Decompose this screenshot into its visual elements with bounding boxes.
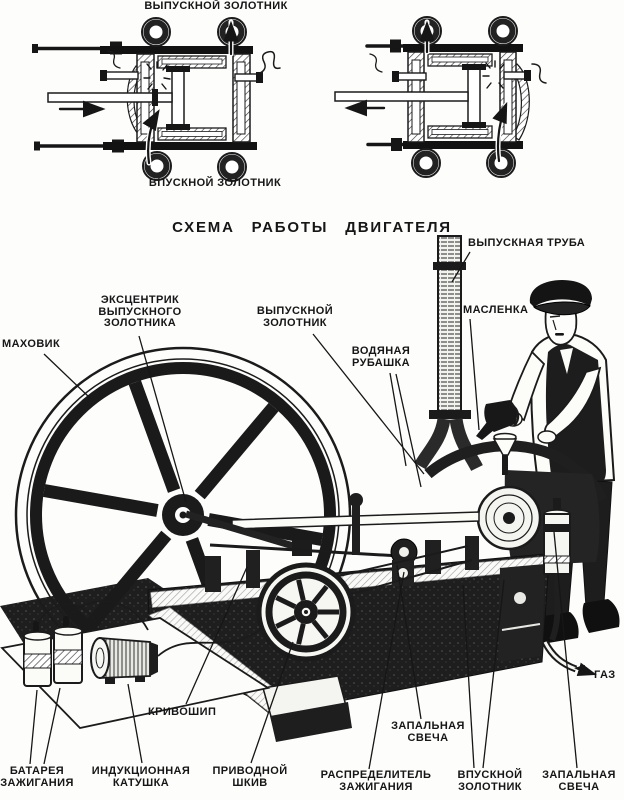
label-induction-coil: ИНДУКЦИОННАЯ КАТУШКА [91,765,191,789]
boot-left [538,612,579,644]
label-intake-valve: ВПУСКНОЙ ЗОЛОТНИК [457,769,523,793]
boot-right [582,599,620,633]
oiling-action [476,350,602,475]
label-ignition-battery: БАТАРЕЯ ЗАЖИГАНИЯ [0,765,74,789]
label-exhaust-valve: ВЫПУСКНОЙ ЗОЛОТНИК [256,305,334,329]
induction-coil [90,627,263,684]
label-spark-plug-right: ЗАПАЛЬНАЯ СВЕЧА [542,769,616,793]
label-gas: ГАЗ [594,669,616,681]
cap [529,280,592,307]
label-exhaust-pipe: ВЫПУСКНАЯ ТРУБА [468,237,586,249]
label-intake-valve-top-diagram: ВПУСКНОЙ ЗОЛОТНИК [148,177,282,189]
drive-pulley [256,562,356,662]
spark-flash-icon [482,60,505,89]
governor-stand [352,505,360,555]
label-spark-plug-upper: ЗАПАЛЬНАЯ СВЕЧА [391,720,465,744]
label-distributor: РАСПРЕДЕЛИТЕЛЬ ЗАЖИГАНИЯ [320,769,432,793]
gas-pipe [541,640,578,673]
left-sleeve [506,350,546,422]
label-oiler: МАСЛЕНКА [463,304,529,316]
exhaust-pipe [414,235,483,472]
leader-lines [29,251,597,770]
spark-flash-icon [143,61,171,90]
label-drive-pulley: ПРИВОДНОЙ ШКИВ [212,765,288,789]
label-exhaust-valve-top-diagram: ВЫПУСКНОЙ ЗОЛОТНИК [144,0,288,12]
label-eccentric: ЭКСЦЕНТРИК ВЫПУСКНОГО ЗОЛОТНИКА [98,294,182,329]
valve-diagram-right [334,16,547,178]
valve-diagram-left [32,17,281,182]
label-water-jacket: ВОДЯНАЯ РУБАШКА [351,345,411,369]
right-hand [537,430,557,444]
label-flywheel: МАХОВИК [2,338,61,350]
label-crank: КРИВОШИП [148,706,217,718]
oil-can [484,400,518,432]
engine-illustration [0,235,620,770]
figure-title: СХЕМА РАБОТЫ ДВИГАТЕЛЯ [172,219,452,236]
ignition-batteries [23,600,149,687]
cap-visor [533,301,591,316]
intake-valve-and-plug [498,498,578,673]
